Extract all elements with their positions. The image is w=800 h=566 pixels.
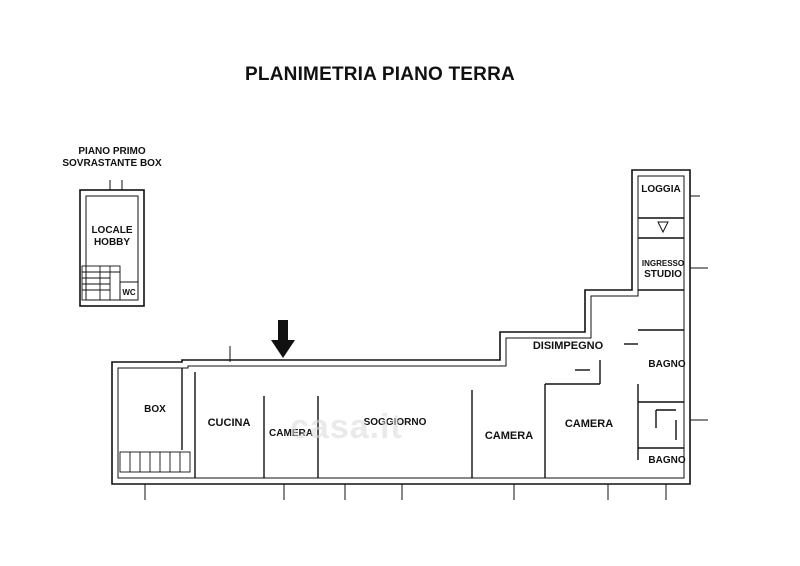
first-floor-heading-line1: PIANO PRIMO <box>78 146 146 157</box>
room-label-camera-3: CAMERA <box>564 418 614 430</box>
watermark-logo: casa.it <box>290 408 403 446</box>
page-title: PLANIMETRIA PIANO TERRA <box>245 64 515 85</box>
stair-first-floor <box>81 265 121 301</box>
room-label-box: BOX <box>144 404 166 415</box>
ground-floor-inner <box>117 175 685 479</box>
room-label-disimpegno: DISIMPEGNO <box>532 340 604 352</box>
room-label-wc: WC <box>122 288 136 297</box>
stair-box <box>119 451 191 473</box>
room-label-camera-2: CAMERA <box>484 430 534 442</box>
room-label-bagno-1: BAGNO <box>648 359 686 370</box>
room-label-locale: LOCALE <box>91 225 133 236</box>
entry-triangle <box>657 221 669 234</box>
room-label-soggiorno: SOGGIORNO <box>363 417 427 428</box>
room-label-hobby: HOBBY <box>93 237 131 248</box>
first-floor-heading-line2: SOVRASTANTE BOX <box>62 158 162 169</box>
room-label-cucina: CUCINA <box>207 417 251 429</box>
room-label-bagno-2: BAGNO <box>648 455 686 466</box>
ground-floor-outline <box>111 169 691 485</box>
interior-walls <box>181 217 684 478</box>
room-label-ingresso: INGRESSO <box>641 259 685 268</box>
first-floor-outline <box>79 189 145 307</box>
room-label-loggia: LOGGIA <box>641 184 681 195</box>
room-label-camera-1: CAMERA <box>269 428 313 439</box>
entrance-arrow-icon <box>271 320 295 358</box>
window-ticks <box>144 195 708 500</box>
room-label-studio: STUDIO <box>644 269 682 280</box>
